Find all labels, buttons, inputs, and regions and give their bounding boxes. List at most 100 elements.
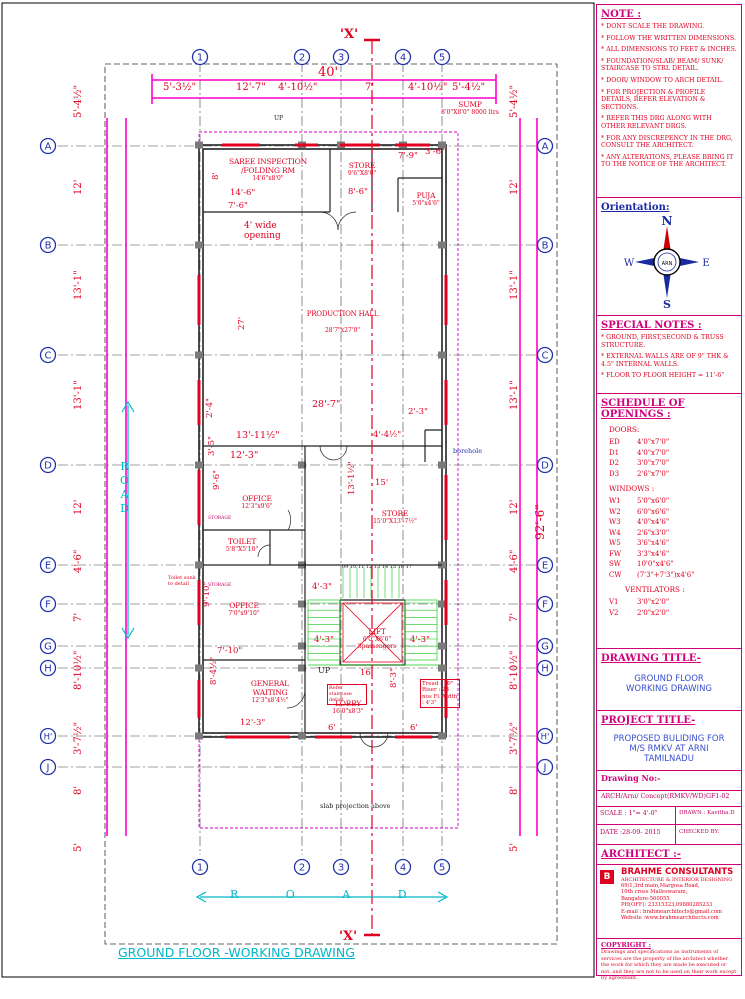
stair-ref-note: Refer staircase detail <box>327 684 367 706</box>
date: DATE :28-09- 2015 <box>597 825 676 844</box>
firm-address-line: 10th cross Malleswaram, <box>621 889 688 896</box>
grid-col-bubble <box>433 858 451 876</box>
schedule-code: W1 <box>609 497 621 505</box>
grid-row-bubble <box>536 637 554 655</box>
special-notes-list: * GROUND, FIRST,SECOND & TRUSS STRUCTURE… <box>601 334 737 380</box>
room-size: 7'0"x9'10" <box>228 610 260 617</box>
drawing-no: ARCH/Arni/ Concept(RMKV/WD)GF1-02 <box>601 793 730 800</box>
room-size: 9'6"X8'0" <box>347 170 377 177</box>
schedule-size: (7'3"+7'3")x4'6" <box>637 570 695 579</box>
grid-row-label: H' <box>44 733 53 743</box>
grid-row-label: F <box>45 600 51 611</box>
left-dimension: 13'-1" <box>73 380 84 410</box>
firm-address-line: 69/1,3rd main,Margosa Road, <box>621 883 700 889</box>
interior-dimension: 7'-10" <box>217 646 243 656</box>
road-label-side: R O A D <box>119 460 131 515</box>
schedule-size: 3'0"x2'0" <box>637 598 670 606</box>
room-name: LIFT <box>368 627 386 636</box>
note-item: * FOLLOW THE WRITTEN DIMENSIONS. <box>601 34 736 42</box>
interior-dimension: 12'-3" <box>230 450 259 461</box>
room-name: PRODUCTION HALL <box>306 310 379 318</box>
vent-label: VENTILATORS : <box>625 585 685 594</box>
schedule-row: D2 3'0"x7'0" <box>601 458 737 469</box>
left-dimension: 8'-10½" <box>73 650 84 690</box>
column <box>438 600 446 608</box>
grid-col-label: 3 <box>338 53 344 64</box>
schedule-size: 3'6"x4'6" <box>637 539 670 547</box>
plan-labels: 40''X''X'5'-3½"12'-7"4'-10½"7'4'-10½"5'-… <box>73 27 547 960</box>
grid-row-bubble <box>39 727 57 745</box>
grid-row-bubble <box>536 758 554 776</box>
grid-row-bubble <box>536 659 554 677</box>
copyright-heading: COPYRIGHT : <box>601 941 651 949</box>
up-note: UP <box>274 115 284 122</box>
left-dimension: 4'-6" <box>73 549 84 573</box>
top-dimension: 4'-10½" <box>408 82 448 93</box>
schedule-code: W5 <box>609 539 621 547</box>
storage-note: STORAGE <box>208 583 232 588</box>
drawing-title-text: GROUND FLOOR WORKING DRAWING <box>625 674 713 694</box>
grid-row-label: B <box>542 241 549 252</box>
grid-row-bubble <box>39 595 57 613</box>
top-dimension: 12'-7" <box>236 82 266 93</box>
grid-row-bubble <box>536 595 554 613</box>
column <box>438 241 446 249</box>
firm-address-line: PH(OFF): 23315323,09880285233 <box>621 902 713 909</box>
right-dimension: 12' <box>509 499 520 515</box>
column <box>195 141 203 149</box>
room-name: SAREE INSPECTION /FOLDING RM <box>229 157 307 175</box>
grid-row-bubble <box>536 727 554 745</box>
interior-dimension: 6' <box>410 723 418 733</box>
firm-address-line: Website :www.brahmearchitects.com <box>621 915 719 922</box>
special-notes-section: SPECIAL NOTES : * GROUND, FIRST,SECOND &… <box>597 316 741 394</box>
room-name: GENERAL WAITING <box>250 679 290 697</box>
grid-col-label: 5 <box>439 863 445 874</box>
grid-col-bubble <box>332 48 350 66</box>
room-name: OFFICE <box>242 494 272 503</box>
grid-row-bubble <box>39 637 57 655</box>
grid-col-label: 4 <box>400 863 406 874</box>
left-dimension: 3'-7½" <box>73 721 84 755</box>
schedule-size: 4'0"x4'6" <box>637 518 670 526</box>
grid-col-bubble <box>332 858 350 876</box>
notes-heading: NOTE : <box>601 9 642 20</box>
doors-label: DOORS: <box>609 425 640 434</box>
interior-dimension: 4'-3" <box>314 635 334 645</box>
room-size: 28'7"x27'0" <box>324 327 361 334</box>
interior-dimension: 2'-4" <box>205 398 215 418</box>
grid-row-label: A <box>542 142 549 153</box>
firm-address-line: Bangalore-560055 <box>621 895 670 902</box>
drawing-title-heading: DRAWING TITLE- <box>601 653 701 664</box>
schedule-row: CW(7'3"+7'3")x4'6" <box>601 570 737 581</box>
architect-heading: ARCHITECT :- <box>601 849 681 860</box>
grid-row-bubble <box>39 456 57 474</box>
up-note: UP <box>318 666 331 675</box>
grid-row-label: H <box>541 664 549 675</box>
compass-icon: N S W E ARN <box>624 214 710 308</box>
grid-row-label: D <box>541 461 549 472</box>
copyright-text: Drawings and specifications as instrumen… <box>601 949 737 981</box>
schedule-code: D2 <box>609 459 620 467</box>
firm-tag: ARCHITECTURE & INTERIOR DESIGNING <box>621 877 733 883</box>
column <box>438 351 446 359</box>
interior-dimension: 16' <box>360 668 374 678</box>
grid-row-label: H <box>44 664 52 675</box>
grid-col-bubble <box>293 858 311 876</box>
column <box>438 141 446 149</box>
note-item: * ANY ALTERATIONS, PLEASE BRING IT TO TH… <box>601 153 734 169</box>
drawn-by: DRAWN : Kavitha.D <box>679 810 735 816</box>
grid-row-label: H' <box>541 733 550 743</box>
section-mark-bottom: 'X' <box>339 929 358 944</box>
compass-s: S <box>663 298 671 308</box>
schedule-code: W2 <box>609 507 621 516</box>
schedule-code: V1 <box>609 598 619 606</box>
orientation-heading: Orientation: <box>601 202 670 213</box>
column <box>298 461 306 469</box>
interior-dimension: 3'-5" <box>207 436 217 456</box>
schedule-size: 3'0"x7'0" <box>637 459 670 467</box>
grid-col-label: 3 <box>338 863 344 874</box>
interior-dimension: 9'-6" <box>212 470 222 490</box>
compass-center: ARN <box>662 261 673 267</box>
grid-row-label: G <box>44 642 52 653</box>
